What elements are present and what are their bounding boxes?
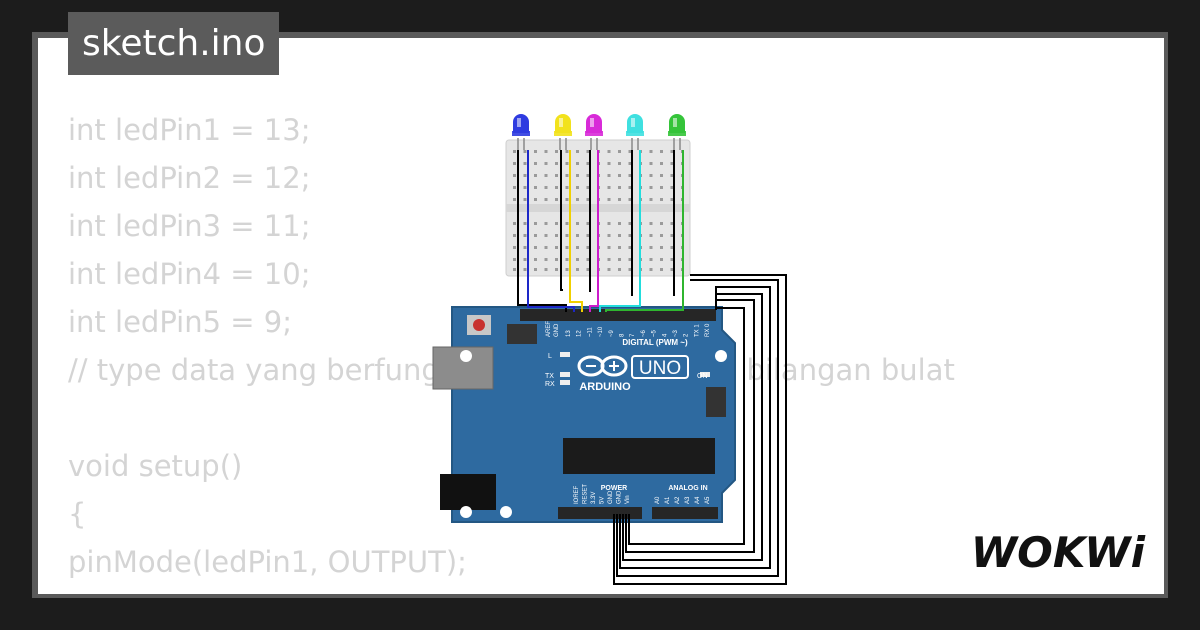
power-pin-label: 5V [600,497,606,504]
analog-pin-label: A1 [665,496,671,504]
code-line: int ledPin4 = 10; [68,257,311,291]
reset-button-cap[interactable] [473,319,485,331]
digital-pin-label: 8 [620,333,626,337]
code-line: int ledPin5 = 9; [68,305,293,339]
digital-pin-label: ~6 [641,329,647,337]
digital-pin-label: ~10 [598,326,604,337]
code-line: int ledPin2 = 12; [68,161,311,195]
wire-gnd-loop-5[interactable] [625,299,755,553]
power-jack [440,474,496,510]
wire-gnd-loop-2[interactable] [616,279,779,577]
analog-pin-label: A5 [705,496,711,504]
rx-led-label: RX [545,381,555,388]
wokwi-logo: WOKWi [971,528,1146,577]
power-pin-label: GND [617,490,623,504]
wire-gnd-loop-1[interactable] [613,274,787,585]
analog-pin-labels: A0 A1 A2 A3 A4 A5 [655,496,711,504]
digital-pin-label: ~3 [673,329,679,337]
board-model-label: UNO [639,358,681,379]
analog-header [652,507,718,519]
wire-led2-gnd[interactable] [560,150,563,291]
wire-cyan-pin10[interactable] [599,150,641,312]
wire-gnd-loop-3[interactable] [619,286,771,569]
l-led-label: L [548,353,552,360]
tx-led-label: TX [545,373,554,380]
board-brand-label: ARDUINO [579,381,631,393]
digital-pin-label: ~5 [652,329,658,337]
digital-pin-label: RX 0 [705,323,711,337]
power-pin-label: RESET [583,484,589,504]
led-blue[interactable] [512,114,530,150]
wire-gnd-loop-4[interactable] [622,293,763,561]
wires [517,150,787,585]
file-title-badge: sketch.ino [68,12,280,75]
analog-pin-label: A2 [675,496,681,504]
digital-pin-label: ~9 [609,329,615,337]
code-line: { [68,497,87,531]
led-cyan[interactable] [626,114,644,150]
icsp-header [507,324,537,344]
led-yellow[interactable] [554,114,572,150]
digital-pin-label: TX 1 [694,324,700,337]
arduino-logo [577,355,628,377]
digital-header [520,309,716,321]
digital-pin-label: 13 [566,330,572,337]
wire-green-pin9[interactable] [605,150,684,312]
power-pin-label: 3.3V [591,492,597,504]
digital-pin-label: 12 [577,330,583,337]
aref-label: AREF [546,321,552,337]
analog-in-label: ANALOG IN [668,485,707,492]
digital-pin-label: 4 [662,333,668,337]
led-magenta[interactable] [585,114,603,150]
code-line: void setup() [68,449,243,483]
code-line: pinMode(ledPin1, OUTPUT); [68,545,467,579]
analog-pin-label: A3 [685,496,691,504]
on-led-label: ON [697,373,708,380]
atmega-chip [563,438,715,474]
wire-led1-gnd[interactable] [517,150,567,312]
power-label: POWER [601,485,627,492]
power-pin-label: IOREF [574,485,580,504]
power-pin-label: GND [608,490,614,504]
code-line: int ledPin3 = 11; [68,209,311,243]
digital-pwm-label: DIGITAL (PWM ~) [622,338,688,347]
wire-blue-pin13[interactable] [527,150,575,312]
wire-yellow-pin12[interactable] [569,150,583,312]
led-row [512,114,686,150]
code-line: pinMode(ledPin2, OUTPUT); [68,586,955,594]
wire-magenta-pin11[interactable] [589,150,599,312]
wire-gnd-loop-6[interactable] [628,307,745,545]
digital-pin-label: 7 [630,333,636,337]
power-pin-label: Vin [625,495,631,504]
analog-pin-label: A0 [655,496,661,504]
code-line: int ledPin1 = 13; [68,113,311,147]
led-green[interactable] [668,114,686,150]
analog-pin-label: A4 [695,496,701,504]
digital-pin-label: ~11 [587,327,593,337]
arduino-uno-board[interactable]: UNO ARDUINO DIGITAL (PWM ~) POWER ANALOG… [432,306,736,523]
digital-pin-label: 2 [684,333,690,337]
gnd-label: GND [554,323,560,337]
